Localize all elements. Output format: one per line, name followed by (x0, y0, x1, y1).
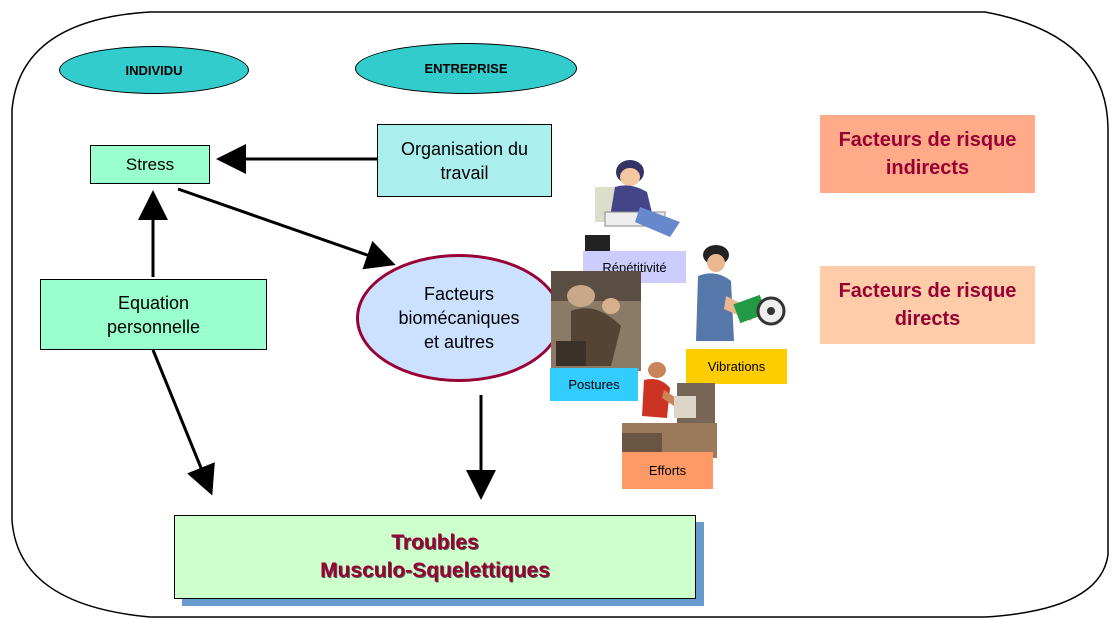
facteurs-line2: biomécaniques (398, 308, 520, 328)
organisation-line2: travail (440, 162, 489, 183)
postures-text: Postures (568, 377, 620, 392)
individu-oval: INDIVIDU (59, 46, 249, 94)
troubles-line1: Troubles (391, 531, 479, 554)
entreprise-label: ENTREPRISE (424, 61, 508, 76)
worker-posture-image (551, 271, 641, 371)
equation-box: Equation personnelle (40, 279, 267, 350)
equation-line2: personnelle (106, 316, 201, 337)
organisation-line1: Organisation du (400, 138, 529, 159)
facteurs-line3: et autres (423, 332, 495, 352)
vibrations-label: Vibrations (686, 349, 787, 384)
troubles-box: Troubles Musculo-Squelettiques (174, 515, 696, 599)
risk-direct-line2: directs (894, 308, 961, 330)
vibrations-text: Vibrations (707, 359, 766, 374)
stress-box: Stress (90, 145, 210, 184)
efforts-label: Efforts (622, 452, 713, 489)
arrow-equation-to-troubles (151, 349, 215, 496)
worker-grinder-image (696, 245, 786, 341)
facteurs-line1: Facteurs (423, 284, 495, 304)
individu-label: INDIVIDU (125, 62, 183, 78)
repetitivite-text: Répétitivité (602, 259, 667, 275)
risk-indirect-line2: indirects (885, 157, 970, 179)
risk-direct-line1: Facteurs de risque (838, 280, 1017, 302)
entreprise-oval: ENTREPRISE (355, 43, 577, 94)
risk-direct-box: Facteurs de risque directs (820, 266, 1035, 344)
efforts-text: Efforts (648, 463, 687, 478)
equation-line1: Equation (117, 292, 190, 313)
worker-lifting-image (622, 362, 717, 458)
troubles-line2: Musculo-Squelettiques (320, 559, 550, 582)
organisation-box: Organisation du travail (377, 124, 552, 197)
postures-label: Postures (550, 368, 638, 401)
worker-sewing-image (585, 160, 680, 255)
arrow-stress-to-facteurs (177, 187, 396, 270)
stress-label: Stress (125, 154, 175, 174)
risk-indirect-box: Facteurs de risque indirects (820, 115, 1035, 193)
facteurs-oval: Facteurs biomécaniques et autres (356, 254, 562, 382)
risk-indirect-line1: Facteurs de risque (838, 129, 1017, 151)
